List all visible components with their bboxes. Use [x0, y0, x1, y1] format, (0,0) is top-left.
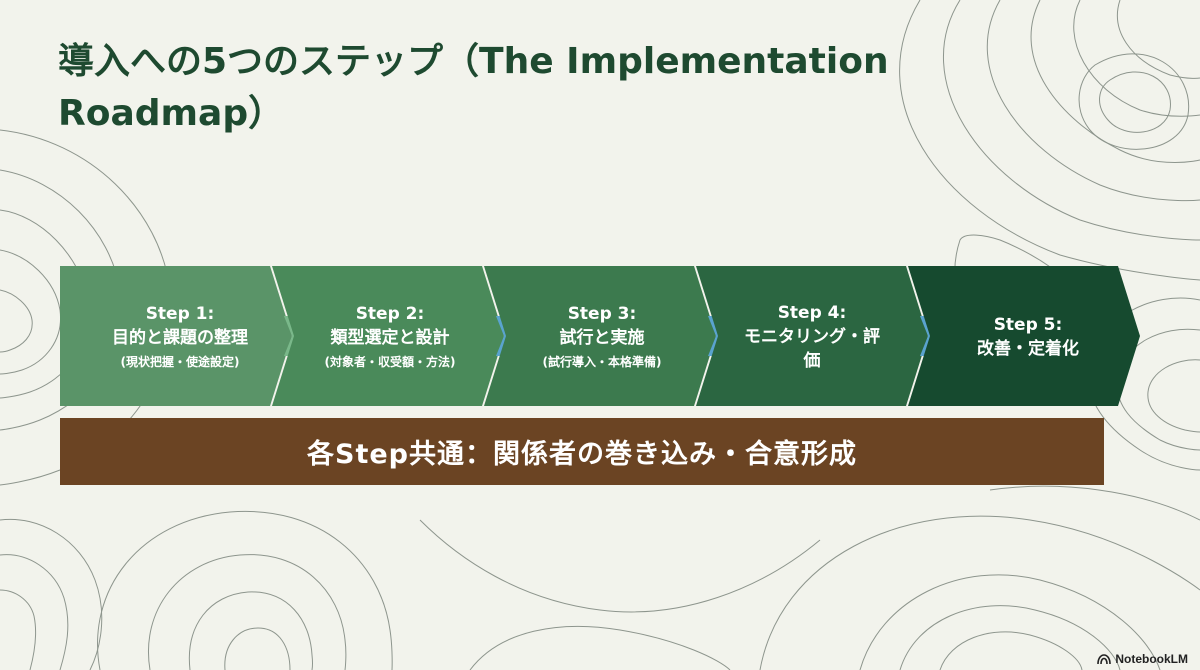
brand-name: NotebookLM [1115, 652, 1188, 666]
brand-watermark: NotebookLM [1097, 652, 1188, 666]
step-3-title: 試行と実施 [559, 328, 645, 348]
step-2-arrow [272, 266, 504, 406]
step-3-arrow [484, 266, 716, 406]
common-step-bar: 各Step共通：関係者の巻き込み・合意形成 [60, 418, 1104, 485]
step-2: Step 2: 類型選定と設計 (対象者・収受額・方法) [290, 270, 490, 404]
step-4: Step 4: モニタリング・評価 [722, 270, 902, 404]
step-3-subtitle: (試行導入・本格準備) [542, 355, 662, 369]
step-1-label: Step 1: [145, 304, 215, 324]
step-4-title: モニタリング・評価 [744, 327, 880, 371]
step-4-label: Step 4: [777, 303, 847, 323]
step-2-title: 類型選定と設計 [330, 328, 450, 348]
step-4-arrow [696, 266, 928, 406]
step-1-title: 目的と課題の整理 [112, 328, 248, 348]
step-3: Step 3: 試行と実施 (試行導入・本格準備) [502, 270, 702, 404]
page-title: 導入への5つのステップ（The Implementation Roadmap） [58, 41, 889, 134]
notebooklm-logo-icon [1097, 654, 1112, 664]
step-1-subtitle: (現状把握・使途設定) [120, 355, 240, 369]
step-3-label: Step 3: [567, 304, 637, 324]
step-2-subtitle: (対象者・収受額・方法) [324, 355, 456, 369]
step-1-arrow [60, 266, 292, 406]
step-1: Step 1: 目的と課題の整理 (現状把握・使途設定) [80, 270, 280, 404]
step-5-label: Step 5: [993, 315, 1063, 335]
step-5-arrow [908, 266, 1140, 406]
step-5: Step 5: 改善・定着化 [928, 270, 1128, 404]
step-2-label: Step 2: [355, 304, 425, 324]
step-5-title: 改善・定着化 [977, 339, 1079, 359]
